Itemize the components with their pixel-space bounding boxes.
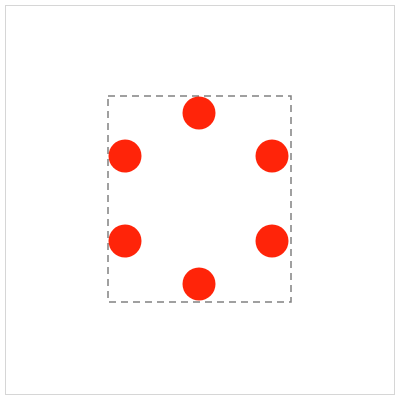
page-border (5, 5, 395, 395)
dots-group (108, 96, 289, 301)
dot-upper-right (255, 139, 289, 173)
dashed-bounding-box (107, 95, 292, 303)
dot-lower-left (108, 224, 142, 258)
dot-top (182, 96, 216, 130)
dot-lower-right (255, 224, 289, 258)
dot-bottom (182, 267, 216, 301)
dot-upper-left (108, 139, 142, 173)
